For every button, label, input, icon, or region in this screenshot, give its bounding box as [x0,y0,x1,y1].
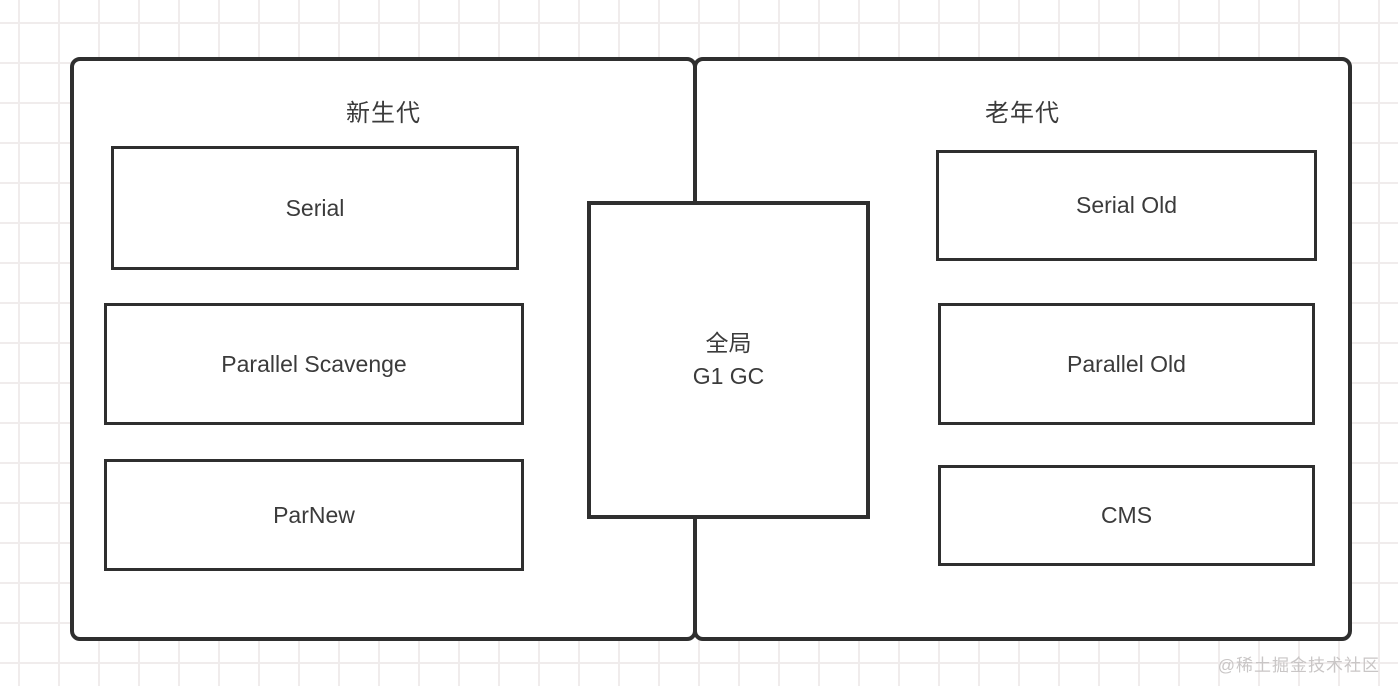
watermark: @稀土掘金技术社区 [1217,656,1380,675]
collector-label-serial: Serial [285,194,345,221]
collector-box-parnew: ParNew [104,459,524,571]
young-generation-title: 新生代 [346,100,421,127]
collector-label-parnew: ParNew [273,501,355,528]
collector-box-parallel-old: Parallel Old [938,303,1315,425]
collector-box-cms: CMS [938,465,1315,566]
collector-label-parallel-scavenge: Parallel Scavenge [221,350,407,377]
g1-gc-label-line2: G1 GC [692,363,765,389]
old-generation-title: 老年代 [985,100,1060,127]
g1-gc-label-line1: 全局 [705,330,752,356]
collector-box-parallel-scavenge: Parallel Scavenge [104,303,524,425]
collector-label-serial-old: Serial Old [1076,192,1177,218]
collector-box-serial-old: Serial Old [936,150,1317,261]
g1-gc-box: 全局 G1 GC [587,201,870,519]
collector-box-serial: Serial [111,146,519,270]
collector-label-cms: CMS [1100,502,1153,528]
collector-label-parallel-old: Parallel Old [1067,350,1186,377]
old-generation-section: 老年代 Serial Old Parallel Old CMS [693,57,1352,641]
